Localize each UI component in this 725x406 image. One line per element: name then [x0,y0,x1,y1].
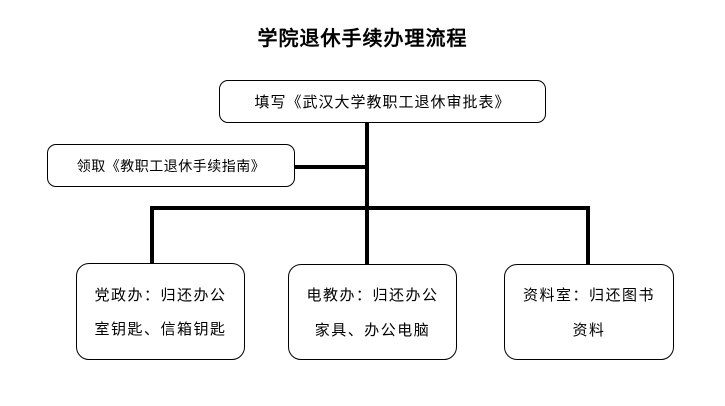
node-label-line1: 电教办：归还办公 [306,288,439,305]
node-label-line1: 党政办：归还办公 [94,287,227,304]
node-label-line2: 室钥匙、信箱钥匙 [94,322,227,339]
node-reference-room: 资料室：归还图书 资料 [504,264,674,360]
connector-drop-middle [365,206,369,266]
node-label-line1: 资料室：归还图书 [522,288,655,305]
node-label: 领取《教职工退休手续指南》 [76,159,266,175]
diagram-title: 学院退休手续办理流程 [257,28,468,50]
node-receive-guide: 领取《教职工退休手续指南》 [47,144,295,187]
connector-top-to-main [365,122,369,210]
node-label: 填写《武汉大学教职工退休审批表》 [254,95,511,111]
node-e-education-office: 电教办：归还办公 家具、办公电脑 [288,264,457,360]
node-label-line2: 家具、办公电脑 [314,322,431,339]
connector-drop-left [150,206,154,265]
connector-side-branch [293,165,367,169]
node-party-gov-office: 党政办：归还办公 室钥匙、信箱钥匙 [76,263,245,360]
node-label-line2: 资料 [572,322,606,339]
node-fill-approval-form: 填写《武汉大学教职工退休审批表》 [219,80,546,123]
connector-drop-right [586,206,590,266]
connector-main-horizontal [150,206,590,210]
